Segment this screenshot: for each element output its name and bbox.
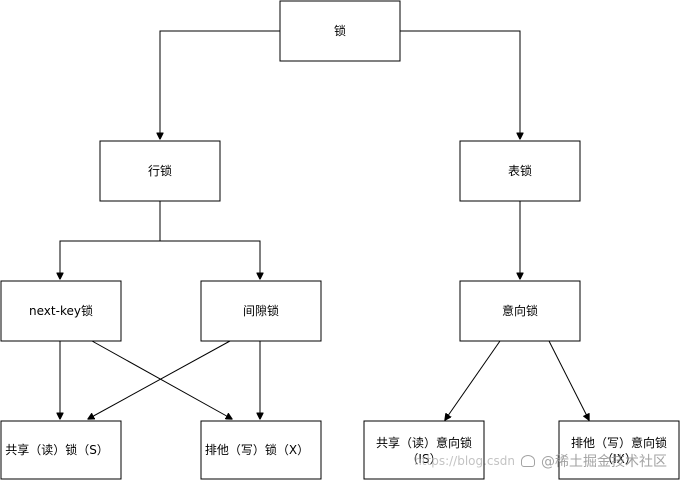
watermark-brand: @稀土掘金技术社区 [541, 454, 667, 470]
edge-row-lock-to-gap-lock [160, 240, 260, 279]
edge-gap-to-shared [88, 340, 231, 419]
edge-row-lock-to-next-key-lock [60, 201, 161, 279]
node-next-key-lock: next-key锁 [0, 280, 122, 342]
node-table-lock-label: 表锁 [508, 163, 532, 178]
edge-lock-to-row-lock [160, 30, 280, 139]
node-intention-shared-label-line1: 共享（读）意向锁 [376, 435, 472, 450]
node-intention-exclusive-label-line1: 排他（写）意向锁 [571, 435, 667, 450]
node-intention-shared-label-line2: （IS） [406, 452, 441, 466]
node-exclusive-lock: 排他（写）锁（X） [200, 420, 322, 480]
node-shared-lock: 共享（读）锁（S） [0, 420, 122, 480]
node-row-lock-label: 行锁 [148, 163, 172, 178]
node-table-lock: 表锁 [459, 140, 581, 202]
node-intention-exclusive-label-line2: （IX） [601, 452, 637, 466]
node-intention-shared-lock: 共享（读）意向锁 （IS） [363, 420, 485, 480]
node-gap-lock: 间隙锁 [200, 280, 322, 342]
edges [60, 30, 589, 420]
edge-intention-to-is [445, 340, 501, 420]
node-intention-lock-label: 意向锁 [502, 303, 538, 318]
node-lock-label: 锁 [334, 23, 346, 38]
node-next-key-lock-label: next-key锁 [29, 303, 93, 318]
node-intention-lock: 意向锁 [459, 280, 581, 342]
edge-intention-to-ix [548, 340, 589, 420]
watermark: https://blog.csdn @稀土掘金技术社区 [414, 451, 667, 471]
node-lock: 锁 [279, 0, 401, 62]
edge-next-key-to-exclusive [91, 340, 232, 419]
node-row-lock: 行锁 [99, 140, 221, 202]
node-shared-lock-label: 共享（读）锁（S） [5, 442, 109, 457]
node-intention-exclusive-lock: 排他（写）意向锁 （IX） [558, 420, 680, 480]
edge-lock-to-table-lock [400, 30, 520, 139]
watermark-url: https://blog.csdn [414, 454, 515, 468]
juejin-logo-icon [521, 455, 535, 467]
node-exclusive-lock-label: 排他（写）锁（X） [205, 442, 309, 457]
node-gap-lock-label: 间隙锁 [243, 303, 279, 318]
